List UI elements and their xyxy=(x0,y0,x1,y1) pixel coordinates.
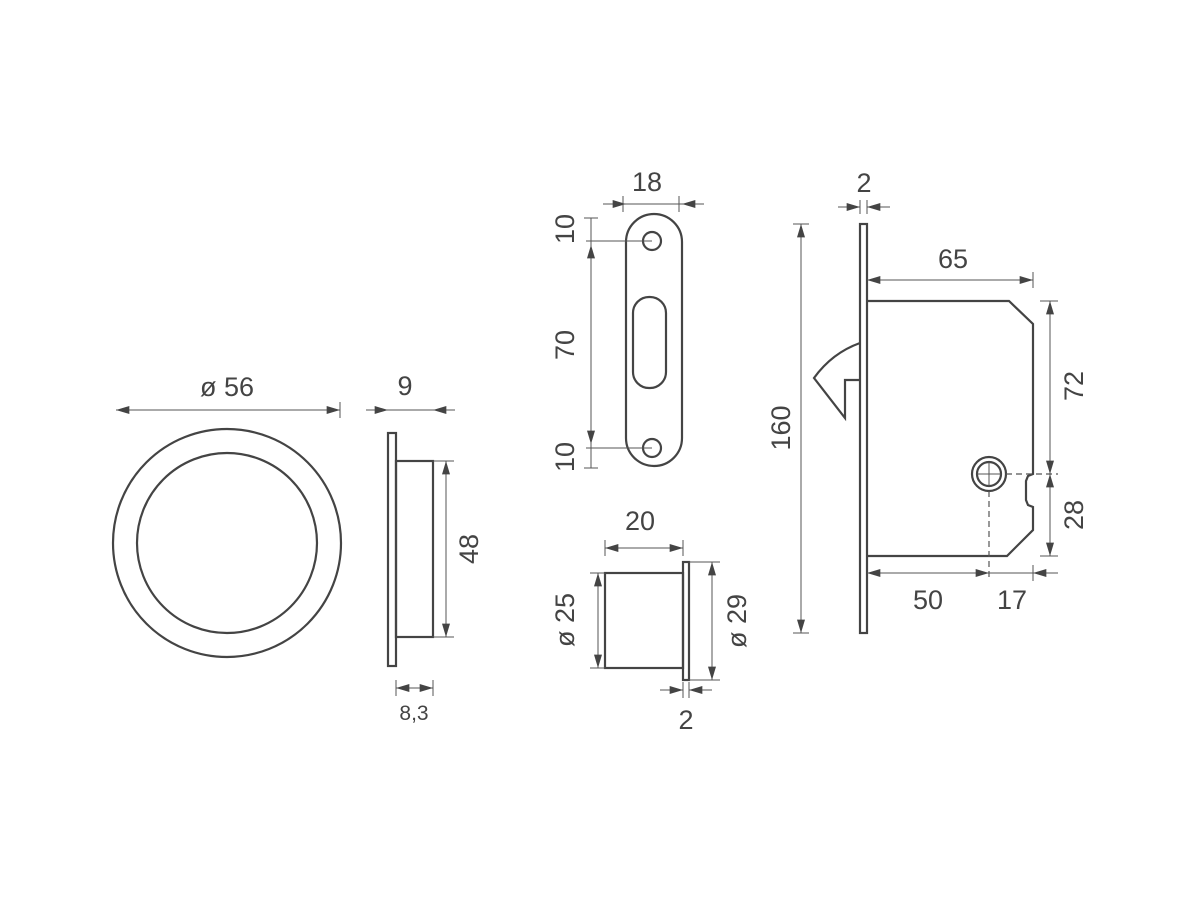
dim-pull-height: 48 xyxy=(454,534,484,564)
dim-rear-offset: 17 xyxy=(997,585,1027,615)
dim-cylinder-flange: 2 xyxy=(678,705,693,735)
pull-inner-cup xyxy=(135,451,319,635)
dim-strike-top-offset: 10 xyxy=(550,214,580,244)
strike-plate: 18 10 70 10 xyxy=(550,167,704,472)
lock-body: 2 160 65 72 28 50 17 xyxy=(766,168,1089,635)
dim-body-depth: 65 xyxy=(938,244,968,274)
dim-pull-diameter: ø 56 xyxy=(200,372,254,402)
cylinder-flange xyxy=(681,560,691,682)
lock-faceplate xyxy=(858,222,869,635)
latch-slot xyxy=(631,295,668,390)
dim-backset: 50 xyxy=(913,585,943,615)
dim-pull-cup-depth: 8,3 xyxy=(399,702,428,725)
cylinder-body xyxy=(603,571,685,670)
dim-cylinder-length: 20 xyxy=(625,506,655,536)
dim-faceplate-thickness: 2 xyxy=(856,168,871,198)
lock-case xyxy=(867,299,1035,558)
dim-strike-center-span: 70 xyxy=(550,330,580,360)
dim-upper-height: 72 xyxy=(1059,371,1089,401)
dim-strike-width: 18 xyxy=(632,167,662,197)
pull-cup-body xyxy=(394,459,435,639)
cylinder-bushing: 20 ø 25 ø 29 2 xyxy=(550,506,752,735)
pull-side-view: 9 48 8,3 xyxy=(366,371,484,725)
pull-outer-rim xyxy=(111,427,343,659)
dim-strike-bottom-offset: 10 xyxy=(550,442,580,472)
pull-flange xyxy=(386,431,398,668)
dim-cylinder-inner-diameter: ø 25 xyxy=(550,593,580,647)
dim-cylinder-outer-diameter: ø 29 xyxy=(722,594,752,648)
strike-plate-outline xyxy=(624,212,684,468)
dim-lower-height: 28 xyxy=(1059,500,1089,530)
dim-faceplate-height: 160 xyxy=(766,405,796,450)
hook-latch xyxy=(812,341,861,422)
pull-front-view: ø 56 xyxy=(111,372,343,659)
dim-pull-depth: 9 xyxy=(397,371,412,401)
